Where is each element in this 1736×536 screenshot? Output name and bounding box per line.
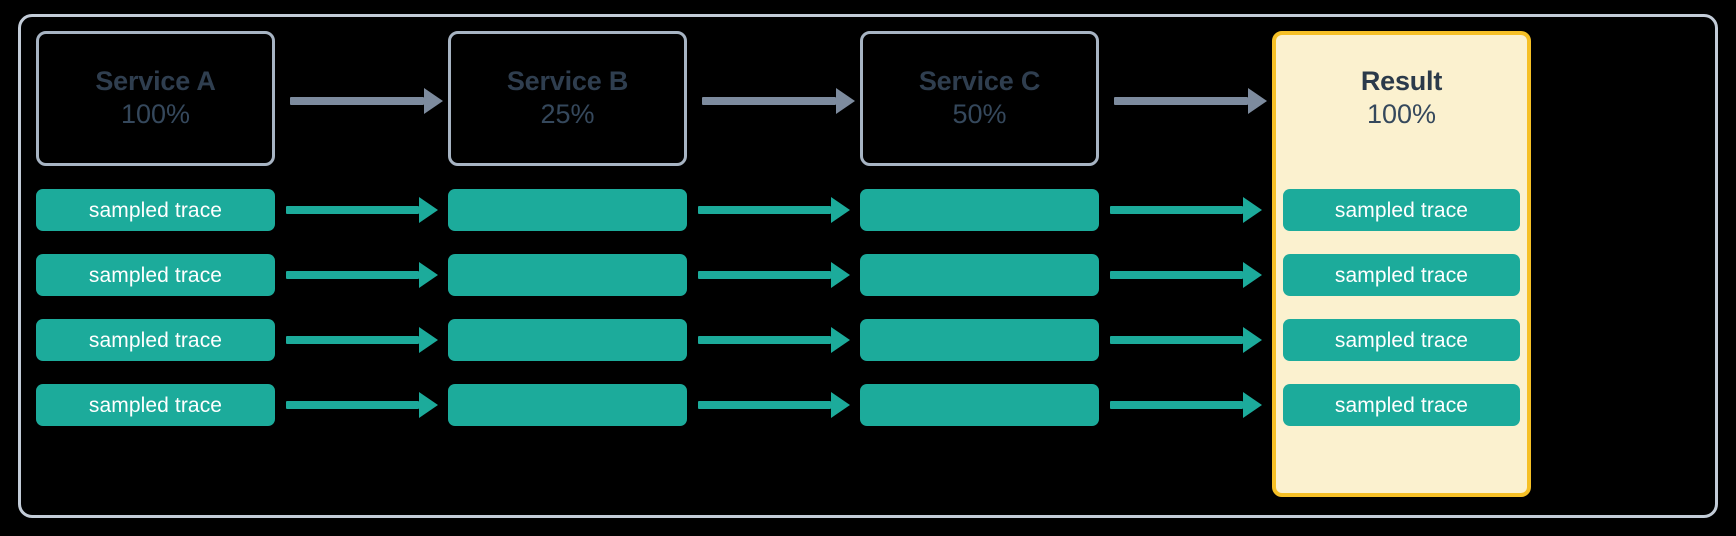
service-box-service-a[interactable]: Service A 100% — [36, 31, 275, 166]
trace-bar-b-1[interactable] — [448, 189, 687, 231]
arrow-trace-4-a-to-b — [286, 392, 438, 418]
arrow-trace-1-a-to-b — [286, 197, 438, 223]
service-b-percent: 25% — [540, 98, 595, 129]
trace-bar-c-2[interactable] — [860, 254, 1099, 296]
arrow-trace-3-c-to-result — [1110, 327, 1262, 353]
trace-bar-b-2[interactable] — [448, 254, 687, 296]
trace-bar-result-3-label: sampled trace — [1334, 328, 1469, 352]
arrow-trace-2-a-to-b — [286, 262, 438, 288]
arrow-service-b-to-service-c — [702, 88, 855, 114]
trace-bar-a-4[interactable]: sampled trace — [36, 384, 275, 426]
trace-bar-c-4[interactable] — [860, 384, 1099, 426]
service-box-service-b[interactable]: Service B 25% — [448, 31, 687, 166]
trace-bar-a-4-label: sampled trace — [88, 393, 223, 417]
trace-bar-a-2[interactable]: sampled trace — [36, 254, 275, 296]
arrow-trace-3-a-to-b — [286, 327, 438, 353]
trace-bar-a-3-label: sampled trace — [88, 328, 223, 352]
trace-bar-a-3[interactable]: sampled trace — [36, 319, 275, 361]
trace-bar-a-2-label: sampled trace — [88, 263, 223, 287]
trace-bar-result-3[interactable]: sampled trace — [1283, 319, 1520, 361]
diagram-outer-frame — [18, 14, 1718, 518]
service-box-service-c[interactable]: Service C 50% — [860, 31, 1099, 166]
arrow-trace-2-c-to-result — [1110, 262, 1262, 288]
trace-bar-result-2-label: sampled trace — [1334, 263, 1469, 287]
trace-bar-result-1[interactable]: sampled trace — [1283, 189, 1520, 231]
trace-bar-result-4-label: sampled trace — [1334, 393, 1469, 417]
service-c-name: Service C — [918, 66, 1041, 97]
service-a-percent: 100% — [120, 98, 191, 129]
trace-bar-c-3[interactable] — [860, 319, 1099, 361]
arrow-trace-2-b-to-c — [698, 262, 850, 288]
trace-bar-b-3[interactable] — [448, 319, 687, 361]
trace-bar-result-1-label: sampled trace — [1334, 198, 1469, 222]
service-c-percent: 50% — [952, 98, 1007, 129]
trace-bar-a-1[interactable]: sampled trace — [36, 189, 275, 231]
trace-bar-result-4[interactable]: sampled trace — [1283, 384, 1520, 426]
arrow-trace-1-c-to-result — [1110, 197, 1262, 223]
arrow-trace-3-b-to-c — [698, 327, 850, 353]
arrow-trace-4-c-to-result — [1110, 392, 1262, 418]
trace-bar-c-1[interactable] — [860, 189, 1099, 231]
arrow-service-c-to-result — [1114, 88, 1267, 114]
trace-bar-b-4[interactable] — [448, 384, 687, 426]
trace-bar-a-1-label: sampled trace — [88, 198, 223, 222]
arrow-trace-1-b-to-c — [698, 197, 850, 223]
trace-bar-result-2[interactable]: sampled trace — [1283, 254, 1520, 296]
arrow-trace-4-b-to-c — [698, 392, 850, 418]
service-a-name: Service A — [95, 66, 216, 97]
service-b-name: Service B — [506, 66, 629, 97]
arrow-service-a-to-service-b — [290, 88, 443, 114]
